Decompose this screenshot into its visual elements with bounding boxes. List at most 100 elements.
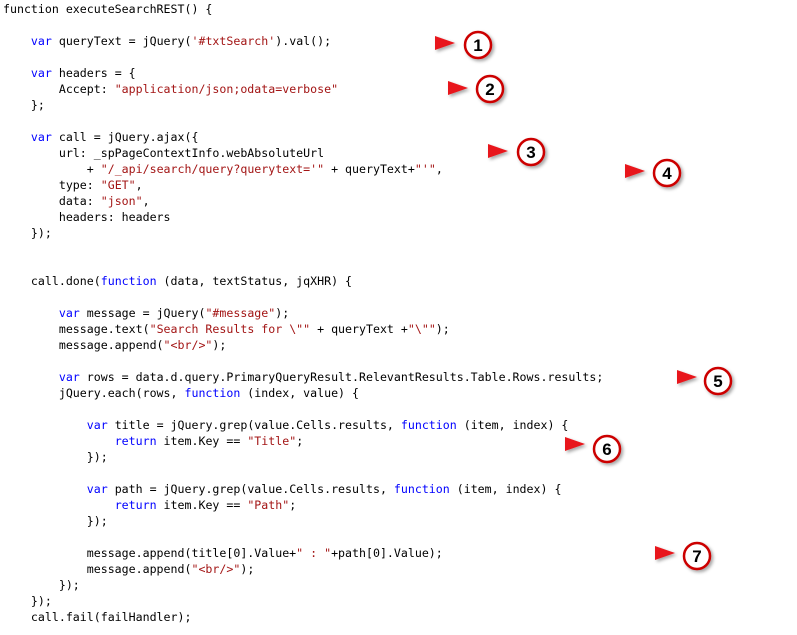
code-token: ); [435, 322, 450, 336]
code-token: }); [3, 578, 80, 592]
code-token: url: _spPageContextInfo.webAbsoluteUrl [3, 146, 325, 160]
code-token: }); [3, 450, 108, 464]
badge-number: 1 [473, 36, 482, 55]
code-token: headers: headers [3, 210, 171, 224]
annotation-7: 7 [455, 541, 712, 571]
keyword-token: var [58, 370, 80, 384]
code-token: Accept: [3, 82, 115, 96]
code-token: path = jQuery.grep(value.Cells.results, [107, 482, 394, 496]
code-token: (index, value) { [240, 386, 359, 400]
string-token: '#txtSearch' [191, 34, 276, 48]
string-token: "Title" [247, 434, 297, 448]
code-token: type: [3, 178, 101, 192]
code-line: }); [3, 449, 108, 465]
string-token: "#message" [205, 306, 276, 320]
code-token: + queryText + [310, 322, 408, 336]
string-token: "'" [414, 162, 436, 176]
arrow-head-icon [655, 546, 675, 560]
code-token: call.fail(failHandler); [3, 610, 192, 624]
keyword-token: var [30, 130, 52, 144]
keyword-token: return [114, 498, 157, 512]
code-line: headers: headers [3, 209, 171, 225]
arrow-head-icon [488, 144, 508, 158]
code-token: rows = data.d.query.PrimaryQueryResult.R… [79, 370, 604, 384]
code-token: , [435, 162, 443, 176]
code-token: (item, index) { [449, 482, 562, 496]
string-token: "application/json;odata=verbose" [114, 82, 339, 96]
number-badge [463, 30, 493, 60]
code-line: message.append(title[0].Value+" : "+path… [3, 545, 443, 561]
code-token: call = jQuery.ajax({ [51, 130, 199, 144]
code-token: message = jQuery( [79, 306, 206, 320]
code-token: , [135, 178, 143, 192]
code-line: }; [3, 97, 45, 113]
badge-number: 2 [485, 80, 494, 99]
code-token: call.done( [3, 274, 101, 288]
arrow-head-icon [565, 437, 585, 451]
code-line: var path = jQuery.grep(value.Cells.resul… [3, 481, 562, 497]
string-token: "\"" [407, 322, 436, 336]
string-token: "json" [100, 194, 143, 208]
code-token: }; [3, 98, 45, 112]
code-token: + queryText+ [324, 162, 415, 176]
number-badge [475, 74, 505, 104]
string-token: " : " [296, 546, 332, 560]
code-token: ); [275, 306, 290, 320]
annotation-1: 1 [347, 30, 493, 60]
code-token: function executeSearchREST() { [3, 2, 213, 16]
keyword-token: var [86, 482, 108, 496]
code-token: , [142, 194, 150, 208]
code-line: jQuery.each(rows, function (index, value… [3, 385, 359, 401]
code-token: item.Key == [156, 434, 248, 448]
code-line: function executeSearchREST() { [3, 1, 212, 17]
arrow-head-icon [677, 370, 697, 384]
string-token: "Search Results for \"" [149, 322, 311, 336]
annotation-6: 6 [300, 434, 622, 464]
code-token: ; [289, 498, 297, 512]
string-token: "Path" [247, 498, 290, 512]
code-line: call.fail(failHandler); [3, 609, 192, 625]
string-token: "/_api/search/query?querytext='" [100, 162, 325, 176]
code-line: data: "json", [3, 193, 150, 209]
keyword-token: var [30, 66, 52, 80]
code-token: ); [212, 338, 227, 352]
code-token: }); [3, 594, 52, 608]
string-token: "GET" [100, 178, 136, 192]
code-line: }); [3, 513, 108, 529]
keyword-token: var [58, 306, 80, 320]
code-token: item.Key == [156, 498, 248, 512]
keyword-token: function [100, 274, 157, 288]
keyword-token: return [114, 434, 157, 448]
code-line: return item.Key == "Path"; [3, 497, 297, 513]
code-line: var title = jQuery.grep(value.Cells.resu… [3, 417, 569, 433]
code-token: + [3, 162, 101, 176]
code-line: var rows = data.d.query.PrimaryQueryResu… [3, 369, 603, 385]
keyword-token: function [184, 386, 241, 400]
code-line: var message = jQuery("#message"); [3, 305, 289, 321]
code-line: var queryText = jQuery('#txtSearch').val… [3, 33, 331, 49]
code-line: type: "GET", [3, 177, 143, 193]
number-badge [703, 366, 733, 396]
code-token: queryText = jQuery( [51, 34, 192, 48]
keyword-token: function [400, 418, 457, 432]
badge-number: 3 [526, 143, 535, 162]
badge-number: 4 [662, 164, 672, 183]
code-line: message.append("<br/>"); [3, 337, 227, 353]
arrow-head-icon [625, 164, 645, 178]
keyword-token: var [30, 34, 52, 48]
annotation-2: 2 [350, 74, 505, 104]
code-token: message.append(title[0].Value+ [3, 546, 297, 560]
code-token: jQuery.each(rows, [3, 386, 185, 400]
code-token: title = jQuery.grep(value.Cells.results, [107, 418, 401, 432]
keyword-token: function [393, 482, 450, 496]
code-line: }); [3, 577, 80, 593]
code-token: +path[0].Value); [331, 546, 443, 560]
code-token: data: [3, 194, 101, 208]
code-line: url: _spPageContextInfo.webAbsoluteUrl [3, 145, 324, 161]
code-line: message.append("<br/>"); [3, 561, 255, 577]
code-line: }); [3, 593, 52, 609]
code-line: }); [3, 225, 52, 241]
code-token: }); [3, 226, 52, 240]
